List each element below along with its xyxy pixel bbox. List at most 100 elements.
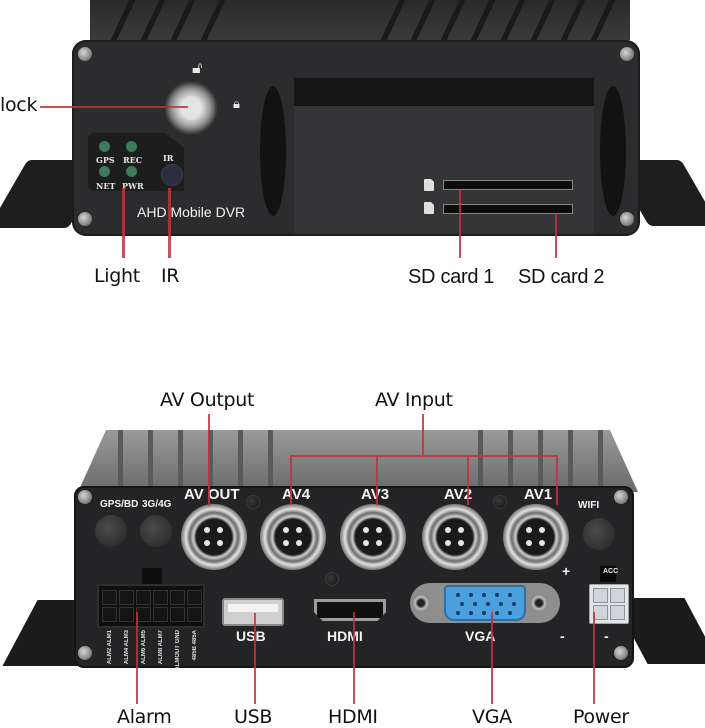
callout-line-av2 [467, 455, 469, 505]
alarm-pin-label: ALM4 ALM3 [124, 630, 130, 665]
callout-line-hdmi [353, 612, 355, 704]
label-av3: AV3 [361, 486, 389, 503]
screw-icon [78, 212, 92, 226]
sd-card-icon [424, 202, 434, 214]
label-av-out: AV OUT [184, 486, 240, 503]
alarm-pin-label: ALM8 ALM7 [158, 630, 164, 665]
led-pwr [126, 166, 137, 177]
callout-line-vga [491, 612, 493, 704]
alarm-pin-label: 485B 485A [192, 630, 198, 661]
label-vga: VGA [465, 628, 496, 644]
callout-vga: VGA [472, 706, 512, 728]
gps-antenna-jack[interactable] [95, 515, 127, 547]
callout-line-av1 [556, 455, 558, 505]
label-minus-left: - [560, 628, 565, 644]
vga-screw-icon [412, 594, 430, 612]
alarm-pin-label: ALM2 ALM1 [107, 630, 113, 665]
callout-usb: USB [234, 706, 273, 728]
lock-icon: 🔒︎ [233, 97, 240, 112]
callout-line-sd2 [555, 213, 557, 258]
alarm-connector-key [142, 568, 162, 586]
callout-sd-card-1: SD card 1 [408, 266, 495, 288]
label-acc: ACC [603, 568, 619, 575]
label-usb: USB [236, 628, 266, 644]
status-led [493, 495, 507, 509]
callout-line-av-input-bus [290, 455, 558, 457]
callout-line-alarm [136, 612, 138, 704]
status-led [246, 495, 260, 509]
label-minus-right: - [604, 628, 609, 644]
screw-icon [78, 490, 92, 504]
callout-line-lock [40, 106, 188, 108]
screw-icon [614, 646, 628, 660]
callout-alarm: Alarm [117, 706, 172, 728]
cellular-antenna-jack[interactable] [140, 515, 172, 547]
callout-line-power [593, 612, 595, 704]
callout-lock: lock [0, 94, 38, 116]
screw-icon [620, 212, 634, 226]
label-av2: AV2 [444, 486, 473, 503]
vga-port[interactable] [444, 585, 526, 621]
power-connector[interactable] [589, 584, 629, 624]
av1-connector[interactable] [503, 504, 569, 570]
hdd-door[interactable] [294, 106, 594, 234]
led-rec [126, 141, 137, 152]
heatsink-fins-top [78, 430, 638, 492]
led-gps [99, 141, 110, 152]
screw-icon [78, 646, 92, 660]
hdmi-port[interactable] [314, 599, 386, 621]
door-grip-left[interactable] [260, 86, 286, 216]
usb-port[interactable] [222, 598, 284, 626]
callout-line-light [122, 188, 125, 258]
sd-card-icon [424, 179, 434, 191]
callout-line-usb [254, 613, 256, 704]
av-out-connector[interactable] [181, 504, 247, 570]
door-grip-right[interactable] [600, 86, 626, 216]
callout-line-av-output [208, 414, 210, 506]
screw-icon [78, 47, 92, 61]
callout-ir: IR [161, 265, 180, 287]
label-av4: AV4 [282, 486, 311, 503]
label-gps-bd: GPS/BD [100, 499, 139, 510]
label-wifi: WIFI [578, 500, 600, 511]
sd-card-slot-2[interactable] [443, 204, 573, 214]
ir-label: IR [163, 153, 174, 163]
led-net [99, 166, 110, 177]
av3-connector[interactable] [340, 504, 406, 570]
alarm-pin-label: ALM6 ALM5 [141, 630, 147, 665]
callout-av-input: AV Input [375, 389, 453, 411]
alarm-pin-label: ALMOUT GND [175, 630, 181, 671]
heatsink-fins-top [90, 0, 630, 40]
key-lock[interactable] [165, 82, 217, 134]
brand-text: AHD Mobile DVR [137, 204, 246, 220]
label-hdmi: HDMI [327, 628, 363, 644]
screw-icon [620, 47, 634, 61]
unlock-icon: 🔓︎ [192, 58, 203, 77]
vga-screw-icon [530, 594, 548, 612]
callout-sd-card-2: SD card 2 [518, 266, 605, 288]
callout-line-av3 [376, 455, 378, 505]
label-3g-4g: 3G/4G [142, 499, 172, 510]
sd-card-slot-1[interactable] [443, 180, 573, 190]
screw-icon [614, 490, 628, 504]
av4-connector[interactable] [260, 504, 326, 570]
alarm-connector[interactable] [97, 584, 205, 628]
label-av1: AV1 [524, 486, 553, 503]
label-plus: + [562, 563, 571, 579]
callout-light: Light [94, 265, 140, 287]
callout-line-av-input [422, 414, 424, 456]
callout-hdmi: HDMI [328, 706, 378, 728]
ir-sensor [161, 164, 183, 186]
led-label-net: NET [96, 181, 116, 191]
hdd-door-top [294, 78, 594, 106]
callout-line-ir [168, 188, 171, 258]
callout-line-av4 [290, 455, 292, 505]
callout-line-sd1 [459, 190, 461, 258]
av2-connector[interactable] [422, 504, 488, 570]
wifi-antenna-jack[interactable] [583, 518, 615, 550]
callout-av-output: AV Output [160, 389, 255, 411]
status-led [325, 572, 339, 586]
led-label-rec: REC [123, 155, 143, 165]
led-label-gps: GPS [96, 155, 115, 165]
led-label-pwr: PWR [122, 181, 144, 191]
